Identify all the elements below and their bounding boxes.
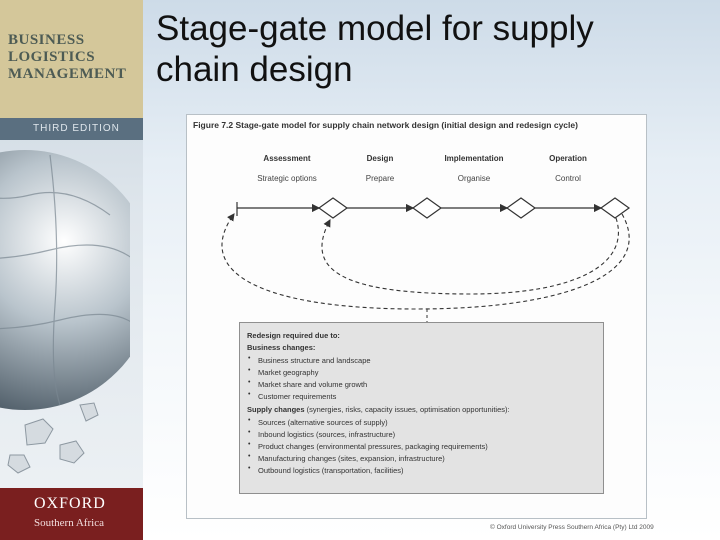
slide-title-line: chain design — [156, 50, 353, 89]
stage-heading-implementation: Implementation — [444, 154, 504, 163]
edition-band: THIRD EDITION — [0, 118, 143, 140]
stage-sub-implementation: Organise — [457, 174, 491, 183]
edition-label: THIRD EDITION — [33, 123, 120, 134]
stage-heading-design: Design — [366, 154, 394, 163]
gate-diamond — [505, 197, 537, 219]
list-item: Inbound logistics (sources, infrastructu… — [258, 430, 396, 439]
bullet-icon: • — [248, 453, 251, 460]
cover-title: BUSINESS LOGISTICS MANAGEMENT — [8, 32, 143, 83]
slide-title: Stage-gate model for supply chain design — [156, 8, 706, 90]
publisher-band: OXFORD Southern Africa — [0, 488, 143, 540]
redesign-loop-outer — [221, 213, 630, 310]
supply-changes-heading-bold: Supply changes — [247, 405, 305, 414]
bullet-icon: • — [248, 367, 251, 374]
bullet-icon: • — [248, 429, 251, 436]
list-item: Market geography — [258, 368, 319, 377]
bullet-icon: • — [248, 355, 251, 362]
business-changes-heading: Business changes: — [247, 343, 316, 352]
figure-caption: Figure 7.2 Stage-gate model for supply c… — [193, 120, 578, 130]
list-item: Customer requirements — [258, 392, 337, 401]
stage-sub-assessment: Strategic options — [257, 174, 317, 183]
redesign-box: Redesign required due to: Business chang… — [239, 322, 604, 494]
cover-title-line: LOGISTICS — [8, 49, 96, 65]
list-item: Business structure and landscape — [258, 356, 371, 365]
cover-title-line: BUSINESS — [8, 32, 85, 48]
list-item: Outbound logistics (transportation, faci… — [258, 466, 404, 475]
cover-title-line: MANAGEMENT — [8, 66, 127, 82]
cover-title-band — [0, 0, 143, 118]
gate-diamond — [317, 197, 349, 219]
list-item: Market share and volume growth — [258, 380, 368, 389]
bullet-icon: • — [248, 391, 251, 398]
bullet-icon: • — [248, 465, 251, 472]
puzzle-globe-image — [0, 150, 130, 474]
bullet-icon: • — [248, 379, 251, 386]
list-item: Sources (alternative sources of supply) — [258, 418, 388, 427]
bullet-icon: • — [248, 441, 251, 448]
publisher-region: Southern Africa — [34, 517, 104, 529]
redesign-loop-inner — [321, 217, 619, 295]
list-item: Product changes (environmental pressures… — [258, 442, 488, 451]
supply-changes-heading-rest: (synergies, risks, capacity issues, opti… — [304, 405, 510, 414]
stage-heading-assessment: Assessment — [263, 154, 311, 163]
stage-sub-operation: Control — [555, 174, 581, 183]
publisher-name: OXFORD — [34, 495, 106, 512]
stage-sub-design: Prepare — [365, 174, 395, 183]
slide-title-line: Stage-gate model for supply — [156, 9, 594, 48]
supply-changes-heading: Supply changes (synergies, risks, capaci… — [247, 405, 510, 414]
stage-heading-operation: Operation — [549, 154, 587, 163]
list-item: Manufacturing changes (sites, expansion,… — [258, 454, 445, 463]
redesign-title: Redesign required due to: — [247, 331, 340, 340]
book-cover: BUSINESS LOGISTICS MANAGEMENT THIRD EDIT… — [0, 0, 143, 540]
stage-gate-flow-diagram — [221, 197, 631, 322]
bullet-icon: • — [248, 417, 251, 424]
gate-diamond — [599, 197, 631, 219]
gate-diamond — [411, 197, 443, 219]
copyright-notice: © Oxford University Press Southern Afric… — [490, 524, 654, 531]
